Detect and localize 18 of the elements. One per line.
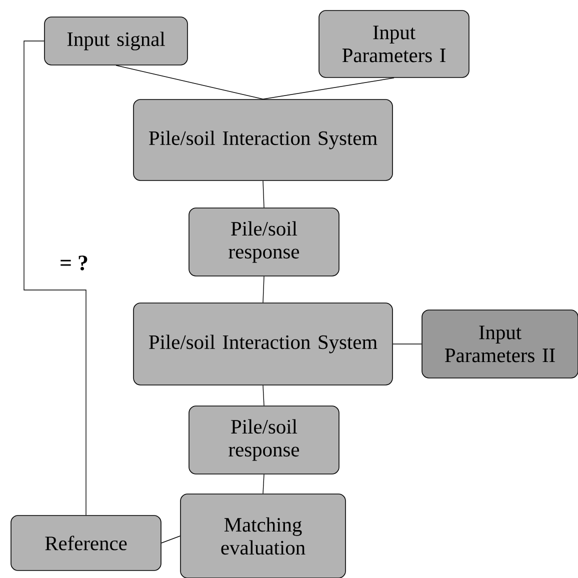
connector-line: [262, 385, 264, 406]
connector-line: [24, 40, 86, 516]
process-box: Pile/soil response: [188, 208, 340, 276]
process-box: Input Parameters I: [318, 10, 470, 78]
connector-line: [262, 276, 264, 303]
process-box: Pile/soil Interaction System: [133, 302, 393, 386]
process-box: Input signal: [44, 16, 188, 66]
process-box: Pile/soil response: [188, 406, 340, 474]
process-box: Matching evaluation: [180, 494, 346, 578]
connector-line: [161, 536, 180, 544]
process-box: Pile/soil Interaction System: [133, 99, 393, 181]
connector-line: [262, 474, 264, 494]
process-box: Reference: [10, 515, 162, 571]
connector-line: [262, 78, 394, 100]
comparison-label: = ?: [60, 256, 88, 270]
connector-line: [262, 180, 264, 208]
connector-line: [116, 65, 264, 100]
process-box: Input Parameters II: [422, 310, 578, 378]
